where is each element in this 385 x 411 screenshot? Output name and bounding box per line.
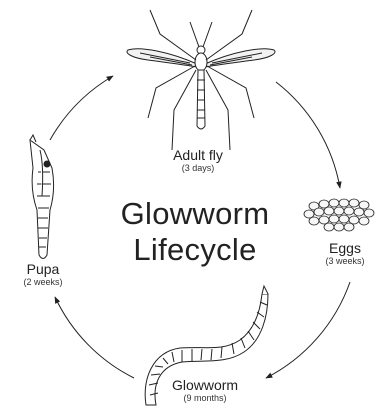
eggs-duration: (3 weeks) (310, 256, 380, 266)
adult-fly-label: Adult fly (148, 147, 248, 163)
cycle-arrow-eggs-to-glowworm (266, 282, 350, 378)
cycle-arrow-adult-to-eggs (276, 82, 340, 188)
adult-fly-label-group: Adult fly (3 days) (148, 147, 248, 173)
adult-fly-duration: (3 days) (148, 163, 248, 173)
pupa-illustration (30, 135, 54, 259)
pupa-label-group: Pupa (2 weeks) (4, 261, 82, 287)
glowworm-duration: (9 months) (160, 393, 250, 403)
eggs-label: Eggs (310, 240, 380, 256)
pupa-duration: (2 weeks) (4, 277, 82, 287)
eggs-illustration (304, 199, 374, 231)
eggs-label-group: Eggs (3 weeks) (310, 240, 380, 266)
title-line-2: Lifecycle (95, 232, 295, 268)
cycle-arrow-pupa-to-adult (50, 76, 113, 140)
pupa-label: Pupa (4, 261, 82, 277)
diagram-title: Glowworm Lifecycle (95, 196, 295, 268)
glowworm-label-group: Glowworm (9 months) (160, 377, 250, 403)
title-line-1: Glowworm (95, 196, 295, 232)
glowworm-label: Glowworm (160, 377, 250, 393)
cycle-arrow-glowworm-to-pupa (55, 297, 134, 378)
adult-fly-illustration (127, 10, 275, 150)
